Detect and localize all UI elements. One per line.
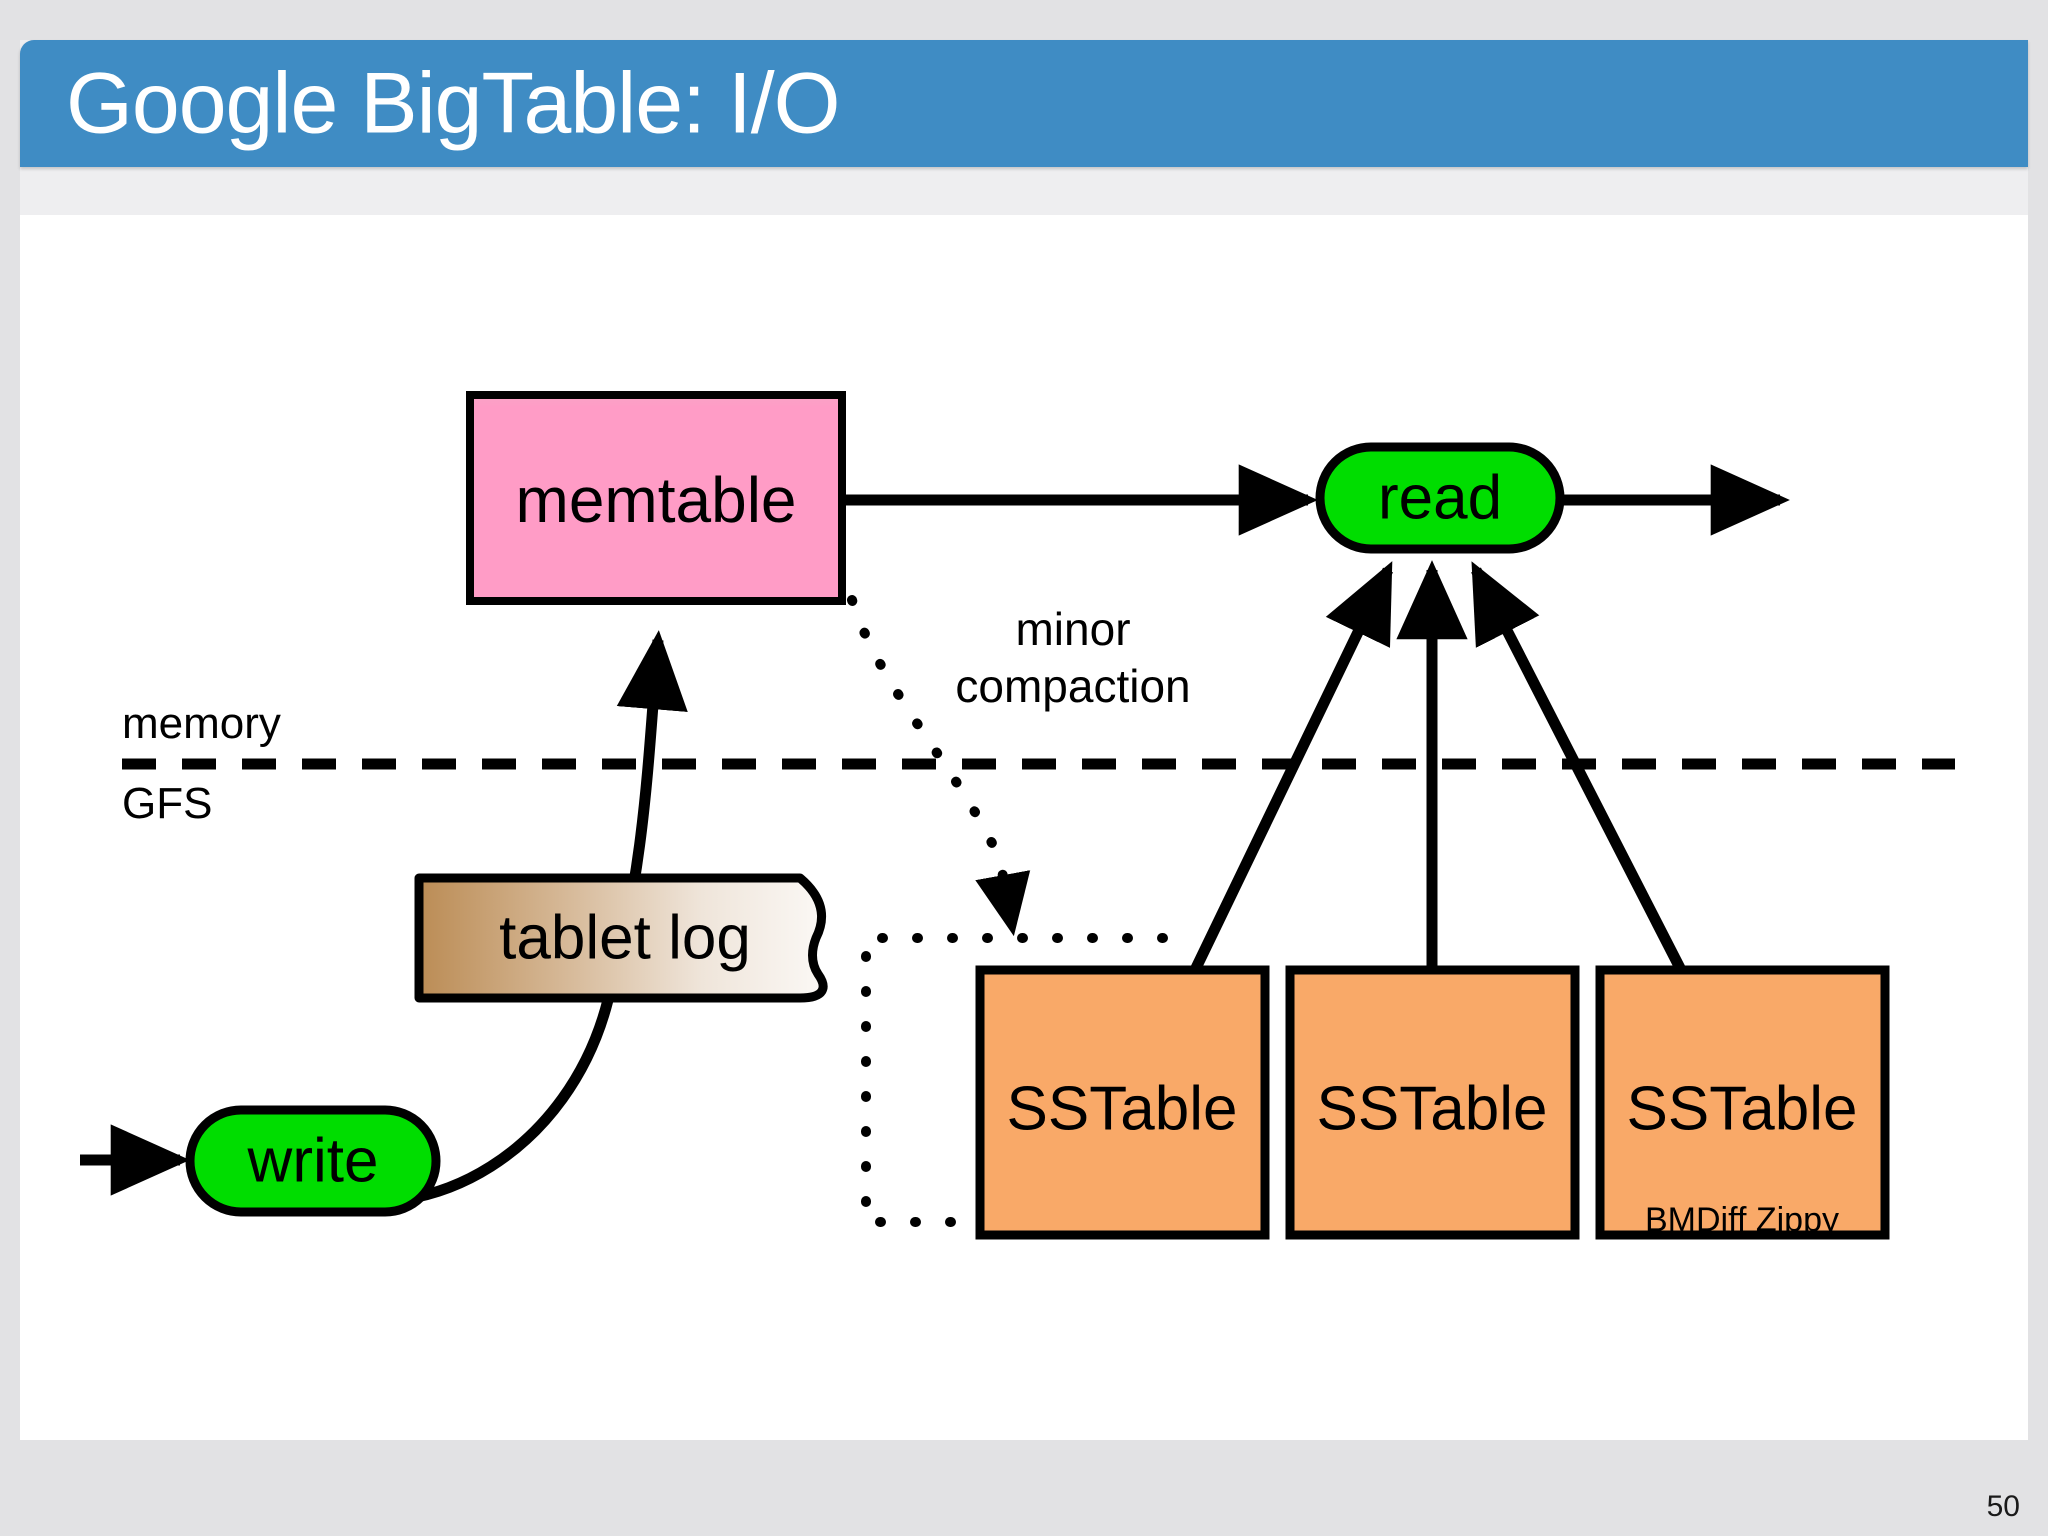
minor-compaction-line1: minor xyxy=(1015,603,1130,655)
memory-gfs-divider: memory GFS xyxy=(122,699,1955,828)
title-banner: Google BigTable: I/O xyxy=(20,40,2028,167)
node-memtable[interactable]: memtable xyxy=(466,391,846,605)
node-write[interactable]: write xyxy=(185,1105,441,1217)
sstable-3-label: SSTable xyxy=(1627,1074,1858,1143)
gfs-label: GFS xyxy=(122,779,212,828)
page-title: Google BigTable: I/O xyxy=(66,55,841,151)
tablet-log-shape[interactable] xyxy=(414,873,828,1003)
sstable-2-label: SSTable xyxy=(1317,1074,1548,1143)
sstable-1-box[interactable] xyxy=(975,965,1270,1240)
node-tablet-log[interactable]: tablet log xyxy=(414,873,828,1003)
read-label: read xyxy=(1378,463,1502,532)
write-pill[interactable] xyxy=(185,1105,441,1217)
sstable-2-box[interactable] xyxy=(1285,965,1580,1240)
edge-sstable1-to-read xyxy=(1191,561,1393,971)
sstable-3-box[interactable] xyxy=(1595,965,1890,1240)
memtable-label: memtable xyxy=(516,464,797,536)
read-pill[interactable] xyxy=(1315,442,1565,554)
tablet-log-label: tablet log xyxy=(499,903,751,972)
node-sstable-1[interactable]: SSTable xyxy=(975,965,1270,1240)
sstable-3-codecs-label: BMDiff Zippy xyxy=(1645,1201,1839,1239)
memory-label: memory xyxy=(122,699,281,748)
sstable-1-label: SSTable xyxy=(1007,1074,1238,1143)
node-read[interactable]: read xyxy=(1315,442,1565,554)
memtable-box[interactable] xyxy=(466,391,846,605)
minor-compaction-line2: compaction xyxy=(955,660,1190,712)
edge-sstable3-to-read xyxy=(1471,561,1685,971)
minor-compaction-label: minor compaction xyxy=(955,603,1190,712)
write-label: write xyxy=(247,1126,379,1195)
edge-memtable-to-sstable-minor-compaction xyxy=(847,595,1031,937)
node-sstable-2[interactable]: SSTable xyxy=(1285,965,1580,1240)
page-number: 50 xyxy=(1986,1490,2020,1523)
node-sstable-3[interactable]: SSTable BMDiff Zippy xyxy=(1595,965,1890,1240)
